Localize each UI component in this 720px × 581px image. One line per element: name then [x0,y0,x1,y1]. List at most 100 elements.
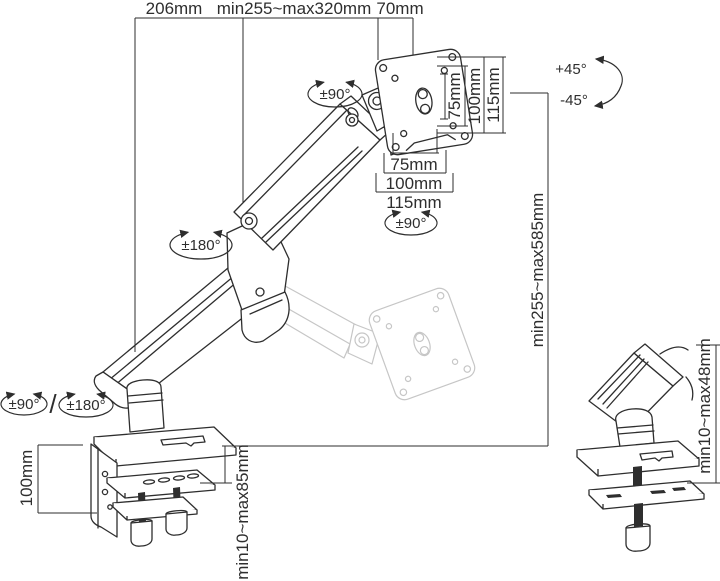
dim-height-range-lines [222,92,549,447]
label-tilt-down: -45° [560,92,588,109]
vesa-plate [374,48,474,156]
label-dim-206: 206mm [146,0,203,18]
detail-knob-top [625,523,651,529]
plate-corner-hole [391,142,400,152]
elbow-cap [240,291,290,343]
base-rotation-90-arrow [0,391,48,416]
vesa-plate-body [374,48,474,156]
dimension-labels: 206mm min255~max320mm 70mm +45° -45° ±90… [9,0,714,580]
clamp-screw-knob [130,520,153,547]
clamp-hole [107,504,113,510]
dimension-lines [37,17,720,514]
label-rot-plate: ±90° [396,215,427,232]
detail-column-rings [616,424,655,435]
label-base-height: 100mm [17,450,36,507]
label-rot-base-180: ±180° [66,397,105,414]
ghost-vesa-hole [404,375,412,383]
label-rot-base-90: ±90° [9,396,40,413]
detail-lower-plate-slots [606,487,686,498]
label-vesa-h-100: 100mm [386,174,443,193]
base-column-rings [127,392,164,404]
ghost-plate-screw [415,332,425,343]
upper-arm-slot-lines [242,109,363,243]
dim-clamp-range-lines [200,446,232,484]
base-rotation-180-arrow [58,391,114,418]
elbow-cap-edge [249,299,283,315]
detail-grommet-knob [625,525,651,552]
detail-arm-slot-lines [597,354,649,409]
ghost-plate-corner-hole [436,291,445,300]
plate-center-screw [417,88,428,100]
clamp-hole [101,488,109,496]
label-vesa-v-115: 115mm [484,67,503,122]
vesa-hole [440,66,448,75]
detail-top-plate-thickness [576,450,700,477]
detail-view-grommet-mount [576,343,705,552]
jaw-slot [186,473,200,479]
dim-base-height-lines [37,444,97,514]
head-rotation-arrow [307,79,363,108]
head-arm-screw-center [348,116,356,124]
plate-rotation-arrow [384,209,438,236]
detail-plate-slot [639,450,674,462]
label-dim-70: 70mm [376,0,423,18]
label-vesa-v-100: 100mm [465,68,484,125]
rotation-arrows [0,55,623,418]
vesa-hole [391,74,399,82]
detail-arm-cut-face [633,343,684,387]
ghost-vesa-hole [432,305,440,313]
dim-vesa-horizontal-lines [375,129,454,193]
label-rot-elbow: ±180° [181,237,220,254]
elbow-pivot-screw [244,216,254,226]
jaw-slot [157,477,171,483]
plate-corner-hole [379,63,388,73]
base-column [126,379,165,433]
plate-bottom-contour [405,134,456,152]
elbow-rotation-arrow [169,229,233,260]
ghost-plate-corner-hole [399,388,408,397]
dim-vesa-vertical-lines [437,56,506,134]
label-vesa-v-75: 75mm [445,72,464,119]
ghost-plate-screw [419,345,429,356]
label-clamp-range: min10~max85mm [233,444,252,580]
tilt-arrow [593,55,623,109]
ghost-vesa-hole [451,358,459,365]
upper-arm-band [233,103,381,251]
label-vesa-h-115: 115mm [386,193,441,212]
lower-arm-edge-lines [108,275,239,387]
dim-top-lines [134,17,414,352]
label-rot-base-separator: / [49,389,57,419]
ghost-vesa-plate-body [368,287,476,401]
label-rot-head: ±90° [320,86,351,103]
clamp-top-plate-slot [160,435,206,447]
detail-column [615,408,655,448]
label-tilt-up: +45° [555,61,586,78]
jaw-slot [172,475,186,481]
clamp-jaw-thickness [106,478,216,499]
vesa-hole [400,129,408,138]
ghost-plate-corner-hole [463,365,472,373]
dim-grommet-range-lines [687,344,720,484]
detail-grommet-shaft-upper [633,466,642,491]
plate-center-screw [419,103,431,115]
label-grommet-range: min10~max48mm [695,338,714,474]
main-arm-drawing [90,48,474,547]
jaw-slot [142,479,156,485]
ghost-head-pivot-screw [358,336,366,344]
ghost-vesa-plate [368,287,476,401]
label-dim-arm-range: min255~max320mm [217,0,372,18]
clamp-hole [101,470,109,478]
ghost-plate-corner-hole [372,315,381,323]
clamp-jaw-slots [142,473,200,485]
label-height-range: min255~max585mm [528,193,547,348]
plate-corner-hole [448,52,457,62]
detail-cutaway-curves [659,346,694,401]
detail-grommet-shaft-lower [634,503,643,527]
ghost-vesa-hole [385,323,393,330]
clamp-knob-top [165,509,188,515]
elbow-lower-screw [255,287,265,297]
clamp-knob-top [130,518,153,524]
label-vesa-h-75: 75mm [390,155,437,174]
